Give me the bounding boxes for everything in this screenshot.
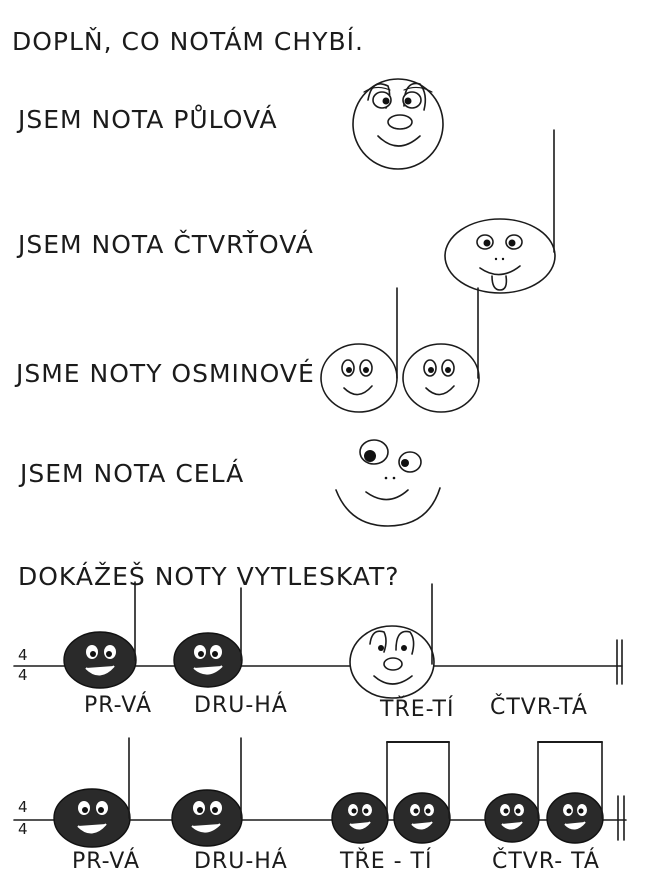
rhythm-1-syllable-1: PR-VÁ [84,692,152,718]
rhythm-2-syllable-4: ČTVR- TÁ [492,848,600,874]
rhythm-staff-1: 4 4 PR-VÁ DRU-HÁ TŘE-TÍ ČTVR-TÁ [13,581,623,722]
half-note-label: JSEM NOTA PŮLOVÁ [16,104,278,134]
time-sig-bottom-2: 4 [18,820,29,838]
whole-note-face [335,439,441,527]
quarter-note-face [444,129,556,294]
rhythm-1-syllable-4: ČTVR-TÁ [490,694,588,720]
rhythm-1-syllable-2: DRU-HÁ [194,692,288,718]
quarter-note-label: JSEM NOTA ČTVRŤOVÁ [16,229,314,259]
rhythm-2-syllable-3: TŘE - TÍ [339,848,432,874]
rhythm-staff-2: 4 4 PR- [13,737,627,874]
half-note-face [352,78,444,170]
rhythm-2-syllable-2: DRU-HÁ [194,848,288,874]
rhythm-2-syllable-1: PR-VÁ [72,848,140,874]
rhythm-1-syllable-3: TŘE-TÍ [379,696,454,722]
whole-note-label: JSEM NOTA CELÁ [18,459,244,488]
time-sig-bottom-1: 4 [18,666,29,684]
time-sig-top-2: 4 [18,798,29,816]
clap-question: DOKÁŽEŠ NOTY VYTLESKAT? [18,561,399,591]
eighth-notes-label: JSME NOTY OSMINOVÉ [14,359,315,388]
instruction-heading: DOPLŇ, CO NOTÁM CHYBÍ. [12,27,364,56]
time-sig-top-1: 4 [18,646,29,664]
eighth-notes-faces [320,287,480,413]
